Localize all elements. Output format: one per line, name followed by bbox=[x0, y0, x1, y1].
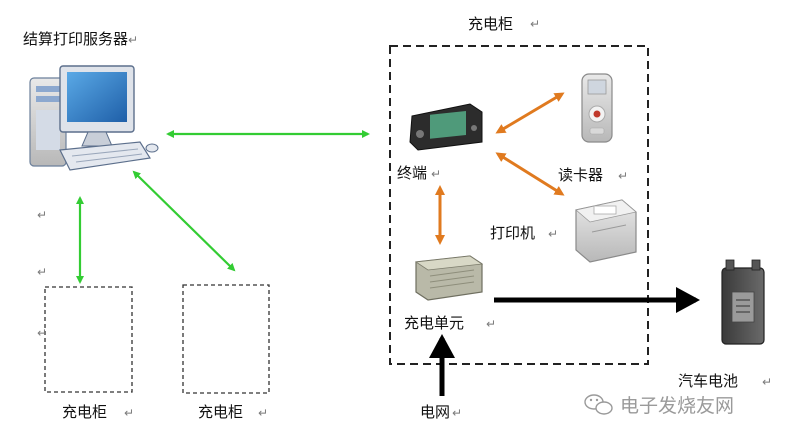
desktop-computer-icon bbox=[29, 65, 159, 171]
grid-label: 电网 bbox=[420, 403, 450, 421]
receipt-printer-icon bbox=[575, 199, 637, 263]
terminal-to-printer-arrow bbox=[495, 152, 565, 196]
left-mark-2: ↵ bbox=[37, 265, 47, 279]
grid-mark: ↵ bbox=[452, 406, 462, 420]
printer-label: 打印机 bbox=[490, 224, 535, 242]
terminal-display-icon bbox=[409, 103, 483, 151]
terminal-label: 终端 bbox=[397, 164, 427, 182]
cabinet-a-label: 充电柜 bbox=[62, 403, 107, 421]
server-mark: ↵ bbox=[128, 33, 138, 47]
car-battery-mark: ↵ bbox=[762, 375, 772, 389]
charging-cabinet-main-label: 充电柜 bbox=[468, 15, 513, 33]
car-battery-icon bbox=[721, 259, 765, 345]
charging-unit-label: 充电单元 bbox=[404, 314, 464, 332]
printer-mark: ↵ bbox=[548, 227, 558, 241]
cabinet-b-label: 充电柜 bbox=[198, 403, 243, 421]
cabinet-main-mark: ↵ bbox=[530, 17, 540, 31]
charging-cabinet-b-frame bbox=[182, 284, 270, 394]
charging-cabinet-a-frame bbox=[44, 286, 133, 393]
card-reader-mark: ↵ bbox=[618, 169, 628, 183]
charging-module-icon bbox=[414, 255, 484, 301]
car-battery-label: 汽车电池 bbox=[678, 372, 738, 390]
card-reader-icon bbox=[581, 73, 613, 143]
terminal-to-card-reader-arrow bbox=[495, 92, 565, 134]
cabinet-b-mark: ↵ bbox=[258, 406, 268, 420]
wechat-icon bbox=[584, 394, 613, 415]
cabinet-a-mark: ↵ bbox=[124, 406, 134, 420]
charging-cabinet-main-frame bbox=[389, 45, 649, 365]
left-mark-1: ↵ bbox=[37, 208, 47, 222]
left-mark-3: ↵ bbox=[37, 326, 47, 340]
watermark-text: 电子发烧友网 bbox=[620, 395, 734, 417]
server-label: 结算打印服务器 bbox=[23, 30, 128, 48]
charging-unit-mark: ↵ bbox=[486, 317, 496, 331]
card-reader-label: 读卡器 bbox=[558, 166, 603, 184]
terminal-mark: ↵ bbox=[431, 167, 441, 181]
server-to-cabinet-b-arrow bbox=[132, 170, 236, 272]
